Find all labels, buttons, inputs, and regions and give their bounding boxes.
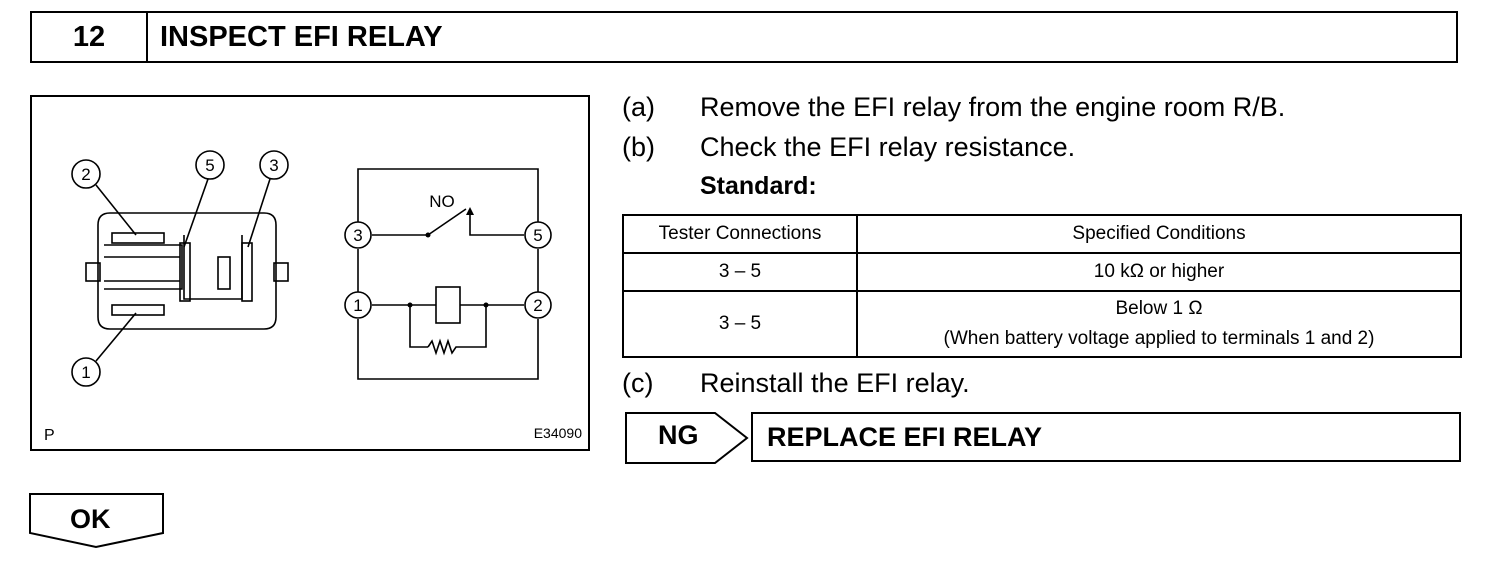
standard-label: Standard: [700,172,817,200]
table-cell-connection: 3 – 5 [622,252,858,292]
terminal-1-blade [111,304,165,316]
instruction-label: (a) [622,92,655,122]
column-header: Tester Connections [622,214,858,254]
callout-pin-2: 2 [81,165,90,184]
step-title: INSPECT EFI RELAY [160,20,443,53]
callout-pin-3: 3 [269,156,278,175]
callout-pin-1: 1 [81,363,90,382]
relay-diagram: 2 5 3 1 3 5 1 2 NO [71,150,552,387]
table-row: 3 – 5 Below 1 Ω (When battery voltage ap… [622,290,1462,358]
relay-coil [435,286,461,324]
table-header-row: Tester Connections Specified Conditions [622,214,1462,254]
table-cell-connection: 3 – 5 [622,290,858,358]
instruction-b: (b) Check the EFI relay resistance. [622,132,1075,163]
step-number: 12 [32,13,148,61]
instruction-label: (c) [622,368,654,398]
table-row: 3 – 5 10 kΩ or higher [622,252,1462,292]
callout-pin-5: 5 [205,156,214,175]
instruction-text: Reinstall the EFI relay. [700,368,970,398]
instruction-c: (c) Reinstall the EFI relay. [622,368,970,399]
condition-note: (When battery voltage applied to termina… [943,328,1375,349]
column-header: Specified Conditions [856,214,1462,254]
condition-value: Below 1 Ω [1115,298,1203,319]
relay-figure: 2 5 3 1 3 5 1 2 NO P E34090 [30,95,590,451]
relay-connector-body [97,212,277,330]
step-header: 12 INSPECT EFI RELAY [30,11,1458,63]
instruction-label: (b) [622,132,655,162]
terminal-2-blade [111,232,165,244]
switch-label: NO [429,192,455,211]
spec-table: Tester Connections Specified Conditions … [622,214,1462,358]
figure-corner-label: P [44,427,55,444]
instruction-a: (a) Remove the EFI relay from the engine… [622,92,1285,123]
ng-result-box: REPLACE EFI RELAY [751,412,1461,462]
schematic-terminal-2: 2 [533,296,542,315]
schematic-terminal-5: 5 [533,226,542,245]
instruction-text: Remove the EFI relay from the engine roo… [700,92,1286,122]
ng-label: NG [658,420,699,450]
ng-arrow-box [625,412,749,464]
schematic-terminal-3: 3 [353,226,362,245]
figure-code: E34090 [533,425,582,441]
ok-label: OK [70,504,111,534]
terminal-3-blade [241,242,253,302]
ok-arrow-box [29,493,164,549]
schematic-terminal-1: 1 [353,296,362,315]
table-cell-condition: Below 1 Ω (When battery voltage applied … [856,290,1462,358]
table-cell-condition: 10 kΩ or higher [856,252,1462,292]
instruction-text: Check the EFI relay resistance. [700,132,1076,162]
